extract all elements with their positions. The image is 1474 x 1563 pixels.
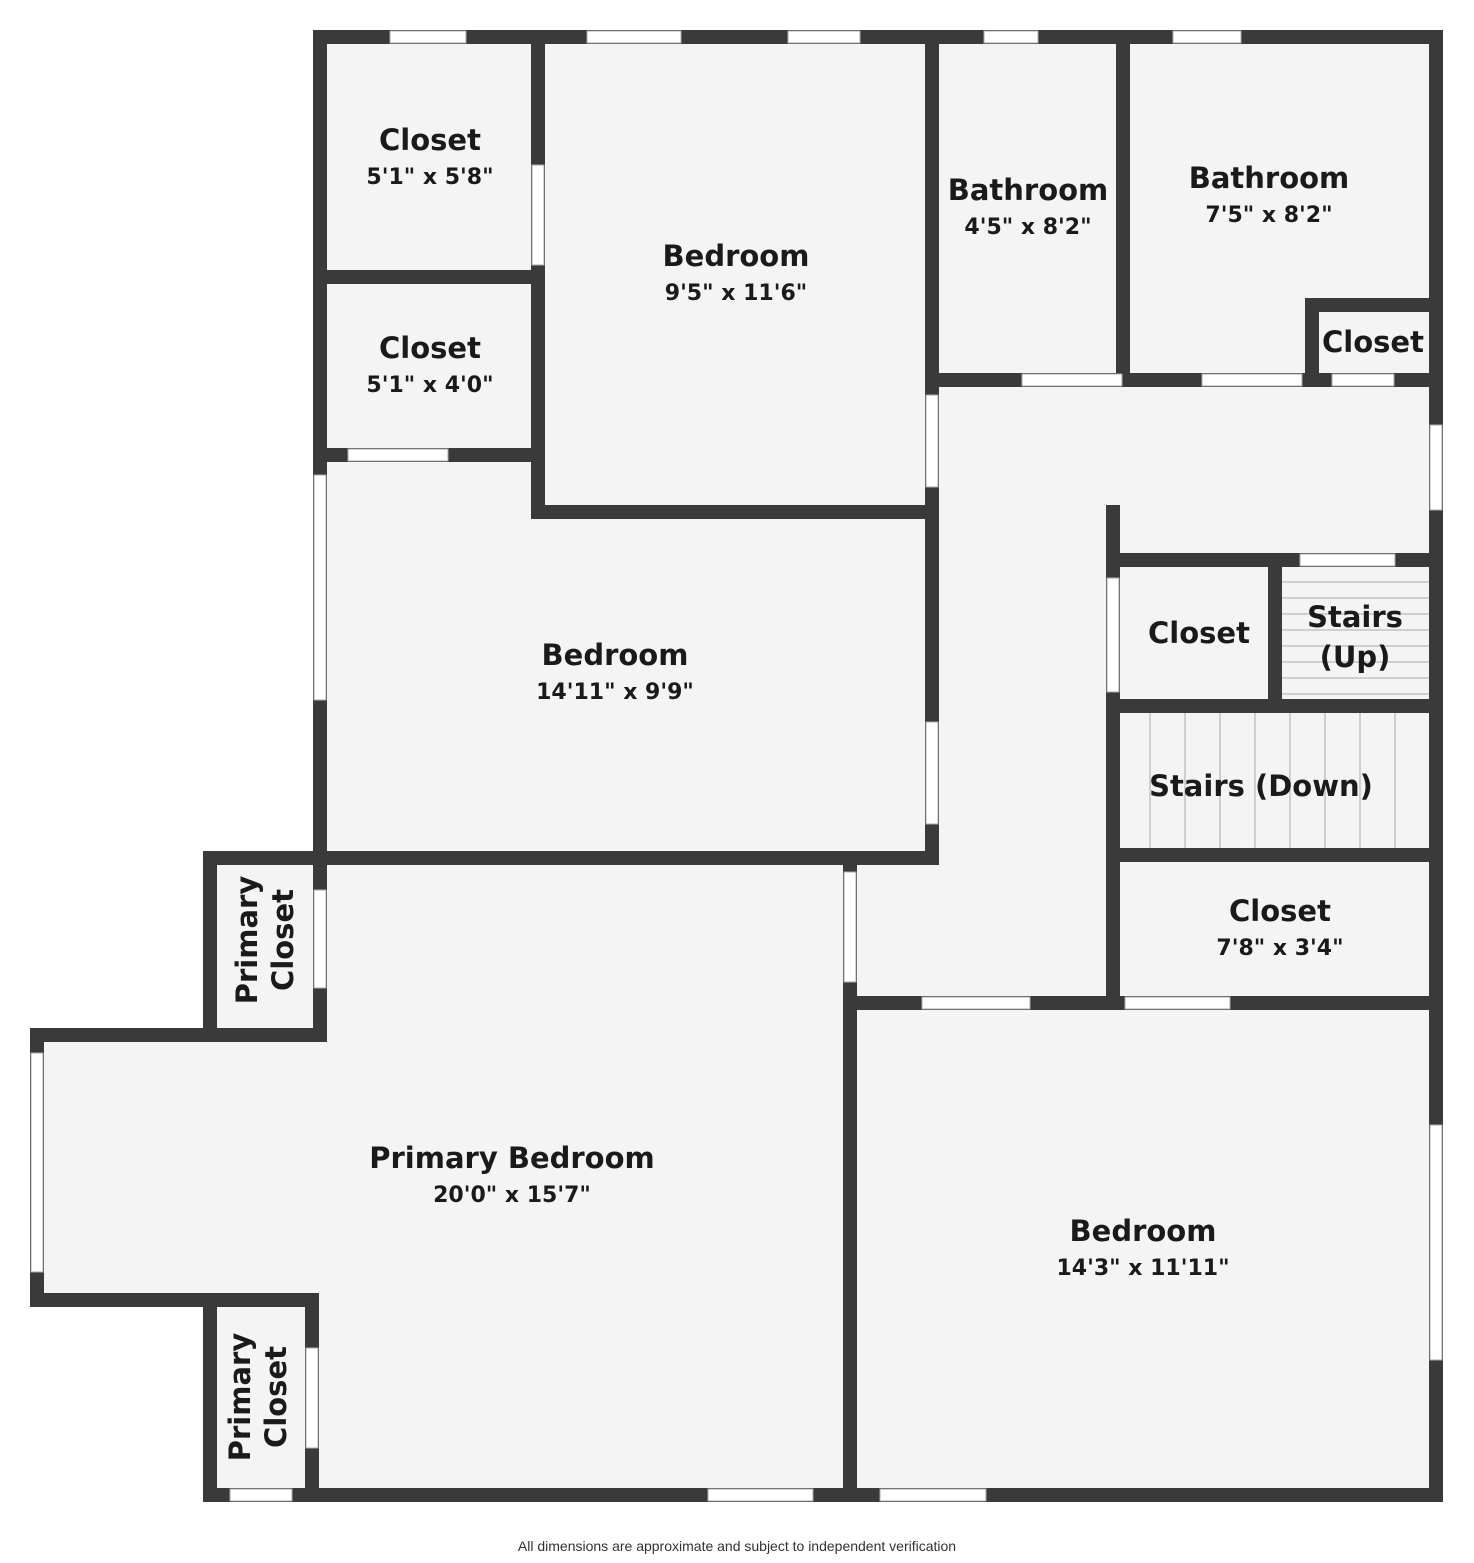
room-closet-c: Closet	[1322, 325, 1424, 359]
room-dimensions: 20'0" x 15'7"	[433, 1183, 591, 1208]
room-name: Stairs	[1307, 600, 1403, 634]
opening-horizontal	[586, 30, 682, 44]
opening-horizontal	[1201, 373, 1303, 387]
opening-horizontal	[921, 996, 1031, 1010]
room-stairs-up: Stairs (Up)	[1307, 600, 1403, 674]
room-dimensions: 14'11" x 9'9"	[536, 680, 694, 705]
disclaimer-footer: All dimensions are approximate and subje…	[517, 1538, 957, 1554]
room-bedroom-b: Bedroom 14'11" x 9'9"	[536, 638, 694, 705]
opening-vertical	[1429, 424, 1443, 511]
room-name: Primary	[223, 1333, 257, 1462]
room-name: Bedroom	[542, 638, 689, 672]
opening-vertical	[30, 1052, 44, 1273]
opening-vertical	[1106, 577, 1120, 693]
opening-horizontal	[1021, 373, 1123, 387]
opening-vertical	[843, 871, 857, 983]
room-stairs-down: Stairs (Down)	[1149, 769, 1373, 803]
opening-vertical	[531, 164, 545, 266]
room-name: Bathroom	[948, 173, 1109, 207]
opening-horizontal	[1299, 553, 1396, 567]
stairs-lines	[1149, 581, 1430, 848]
room-name: Closet	[266, 889, 300, 991]
room-primary-closet-a: Primary Closet	[230, 876, 300, 1005]
room-name: (Up)	[1320, 640, 1391, 674]
opening-horizontal	[389, 30, 467, 44]
room-primary-bedroom: Primary Bedroom 20'0" x 15'7"	[369, 1141, 654, 1208]
room-dimensions: 4'5" x 8'2"	[964, 215, 1091, 240]
room-name: Primary	[230, 876, 264, 1005]
room-dimensions: 9'5" x 11'6"	[665, 281, 807, 306]
opening-horizontal	[1172, 30, 1242, 44]
room-closet-b: Closet 5'1" x 4'0"	[366, 331, 493, 398]
room-name: Bedroom	[663, 239, 810, 273]
room-bedroom-c: Bedroom 14'3" x 11'11"	[1056, 1214, 1229, 1281]
opening-horizontal	[1331, 373, 1395, 387]
room-bedroom-a: Bedroom 9'5" x 11'6"	[663, 239, 810, 306]
opening-vertical	[313, 889, 327, 989]
opening-vertical	[925, 394, 939, 488]
room-name: Closet	[259, 1346, 293, 1448]
opening-horizontal	[1124, 996, 1231, 1010]
opening-horizontal	[787, 30, 861, 44]
room-dimensions: 7'5" x 8'2"	[1205, 203, 1332, 228]
room-dimensions: 5'1" x 4'0"	[366, 373, 493, 398]
opening-vertical	[925, 721, 939, 825]
room-closet-e: Closet 7'8" x 3'4"	[1216, 894, 1343, 961]
room-name: Closet	[1148, 616, 1250, 650]
opening-horizontal	[879, 1488, 987, 1502]
room-primary-closet-b: Primary Closet	[223, 1333, 293, 1462]
room-dimensions: 14'3" x 11'11"	[1056, 1256, 1229, 1281]
room-name: Closet	[1229, 894, 1331, 928]
opening-vertical	[313, 474, 327, 701]
opening-horizontal	[347, 448, 449, 462]
room-name: Stairs (Down)	[1149, 769, 1373, 803]
opening-horizontal	[983, 30, 1039, 44]
room-name: Closet	[379, 123, 481, 157]
opening-vertical	[305, 1347, 319, 1449]
room-closet-a: Closet 5'1" x 5'8"	[366, 123, 493, 190]
room-name: Bedroom	[1070, 1214, 1217, 1248]
opening-horizontal	[229, 1488, 293, 1502]
opening-horizontal	[707, 1488, 814, 1502]
room-name: Bathroom	[1189, 161, 1350, 195]
room-closet-d: Closet	[1148, 616, 1250, 650]
room-dimensions: 5'1" x 5'8"	[366, 165, 493, 190]
room-dimensions: 7'8" x 3'4"	[1216, 936, 1343, 961]
floor-area	[37, 37, 1436, 1495]
room-name: Primary Bedroom	[369, 1141, 654, 1175]
openings	[30, 30, 1443, 1502]
opening-vertical	[1429, 1124, 1443, 1361]
room-name: Closet	[1322, 325, 1424, 359]
room-name: Closet	[379, 331, 481, 365]
room-bathroom-b: Bathroom 7'5" x 8'2"	[1189, 161, 1350, 228]
room-bathroom-a: Bathroom 4'5" x 8'2"	[948, 173, 1109, 240]
